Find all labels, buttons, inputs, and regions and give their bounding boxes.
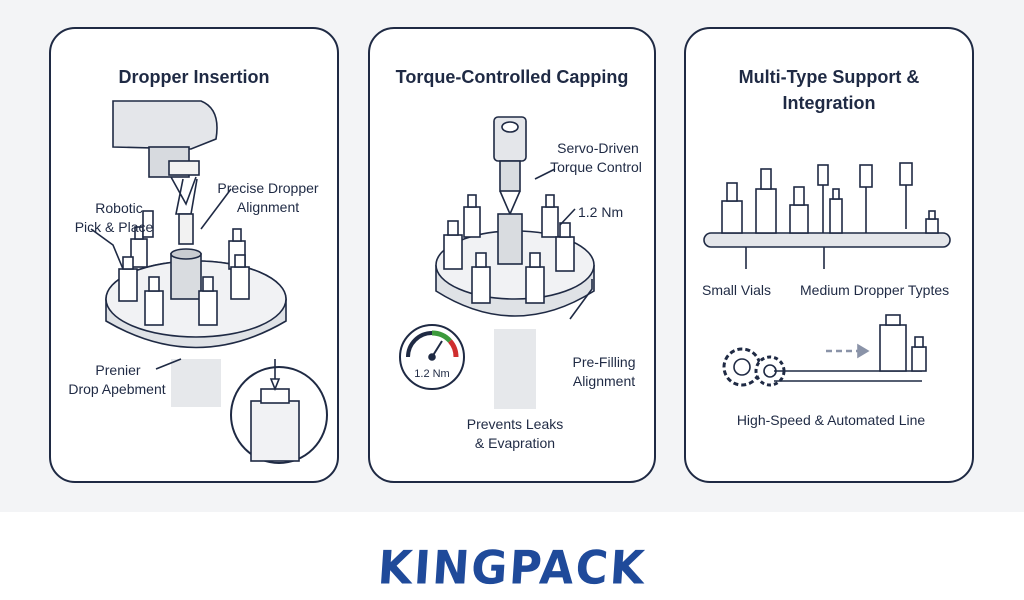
panel-title: Dropper Insertion [118, 67, 270, 87]
logo-text: KINGPACK [376, 541, 648, 595]
panel-title-line-1: Multi-Type Support & [738, 67, 920, 87]
vial-icons [721, 162, 939, 234]
label-alignment: Alignment [236, 199, 300, 215]
label-prefill-alignment: Alignment [572, 373, 636, 389]
label-robotic: Robotic [95, 200, 143, 216]
label-small-vials: Small Vials [702, 282, 771, 298]
brand-logo: KINGPACK [0, 540, 1024, 596]
shelf-icon [703, 232, 951, 248]
capping-illustration [399, 116, 595, 409]
gauge-value: 1.2 Nm [414, 368, 450, 380]
gripper-icon [178, 213, 194, 245]
label-prenier: Prenier [95, 362, 141, 378]
panel-title-line-2: Integration [782, 93, 876, 113]
gears-icon [722, 347, 786, 387]
label-drop-apebment: Drop Apebment [68, 381, 166, 397]
label-medium-dropper: Medium Dropper Typtes [800, 282, 950, 298]
label-precise-dropper: Precise Dropper [217, 180, 319, 196]
panel-title: Torque-Controlled Capping [395, 67, 629, 87]
torque-gauge-icon [399, 324, 465, 390]
label-servo-driven: Servo-Driven [557, 140, 639, 156]
label-automated-line: High-Speed & Automated Line [736, 412, 926, 428]
robot-arm-icon [112, 100, 218, 150]
label-pick-place: Pick & Place [74, 219, 154, 235]
panel-dropper-insertion: Dropper Insertion Robotic Pick & Place P… [49, 27, 339, 483]
label-pre-filling: Pre-Filling [572, 354, 636, 370]
multi-type-illustration [703, 162, 951, 387]
label-prevents-leaks: Prevents Leaks [466, 416, 564, 432]
panel-torque-capping: Torque-Controlled Capping Servo-Driven T… [368, 27, 656, 483]
label-torque-value: 1.2 Nm [578, 204, 624, 220]
panel-multi-type-support: Multi-Type Support & Integration Small V… [684, 27, 974, 483]
label-torque-control: Torque Control [550, 159, 642, 175]
conveyor-line-icon [774, 370, 922, 382]
dropper-insertion-illustration [90, 100, 328, 464]
label-evapration: & Evapration [474, 435, 556, 451]
